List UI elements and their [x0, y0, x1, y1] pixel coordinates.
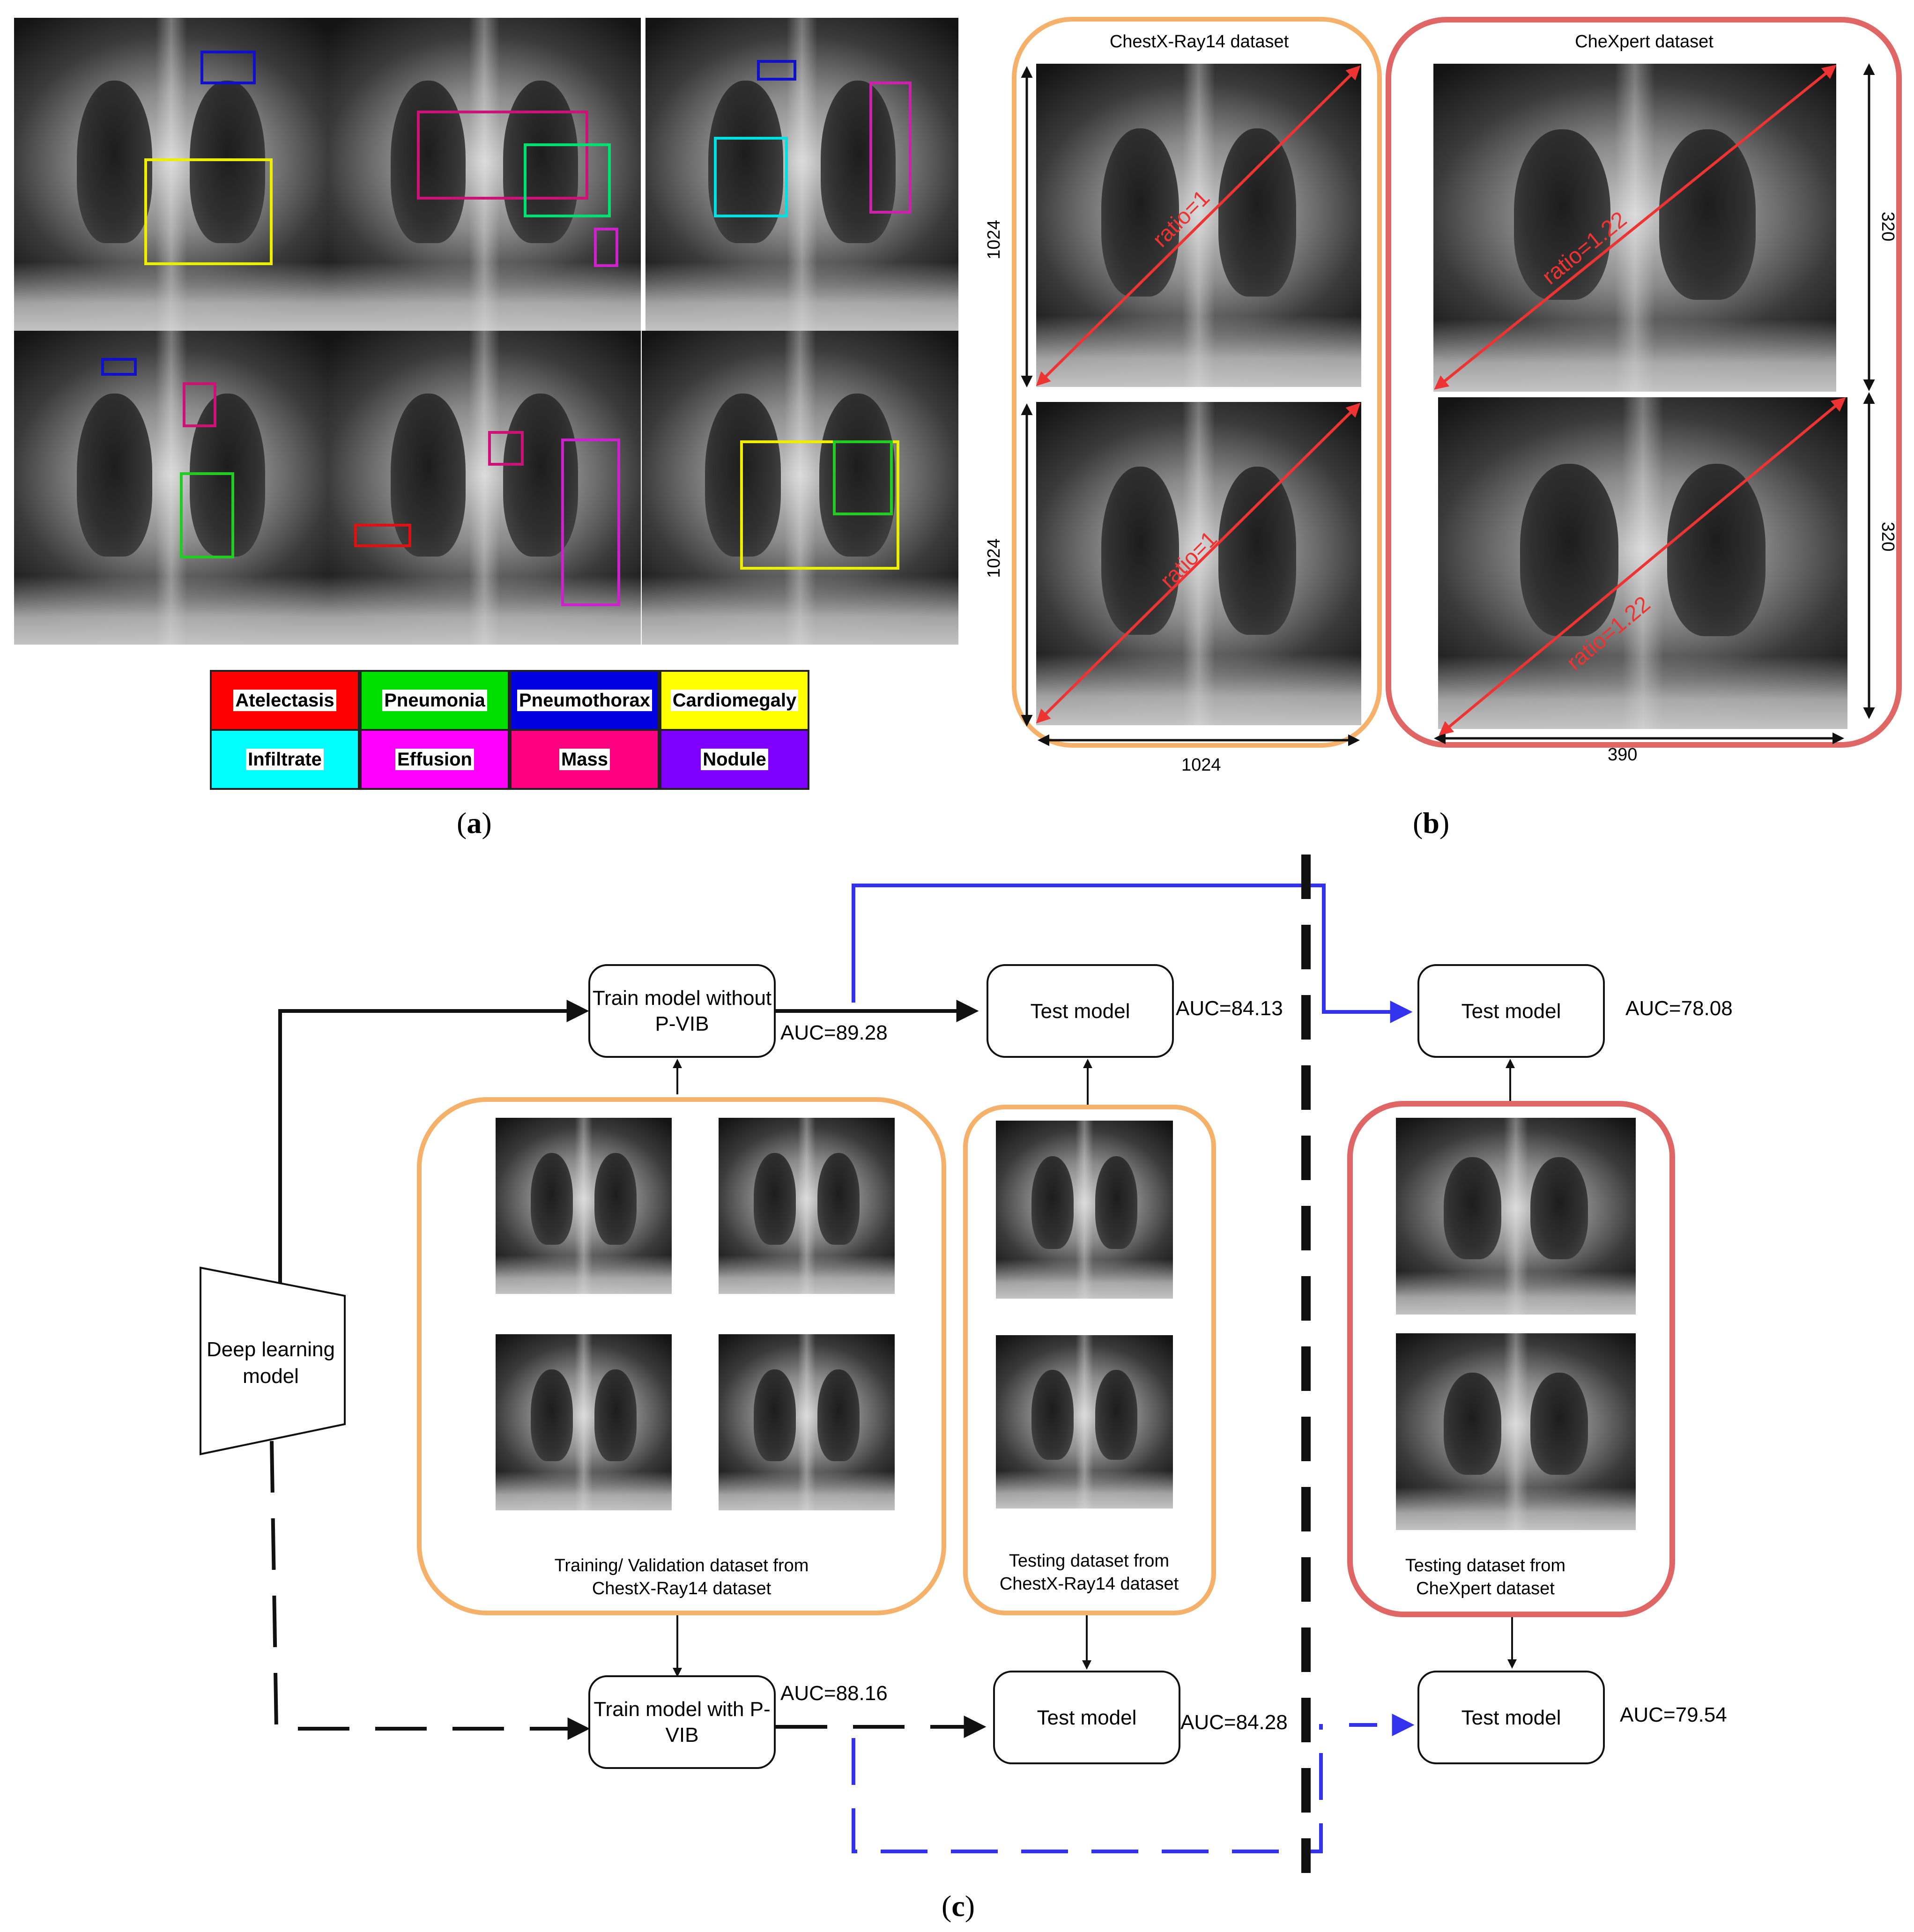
bbox-pneumothorax — [101, 358, 137, 376]
auc-test-with: AUC=84.28 — [1180, 1711, 1288, 1734]
bbox-atelectasis — [354, 524, 411, 547]
legend-item-mass: Mass — [510, 729, 660, 790]
legend-item-atelectasis: Atelectasis — [210, 670, 360, 731]
ratio-arrow-chestxray-top — [1036, 65, 1361, 386]
test-dataset-frame — [963, 1105, 1216, 1615]
auc-test-without: AUC=84.13 — [1176, 997, 1283, 1020]
arrow-blue-to-chexpert-test — [852, 884, 1413, 1023]
deep-learning-model-shape — [200, 1266, 346, 1456]
bbox-infiltrate — [714, 137, 788, 217]
test-model-pvib-chexpert-box: Test model — [1417, 1671, 1605, 1764]
dim-label-chestxray-top: 1024 — [984, 220, 1004, 260]
chestxray-title: ChestX-Ray14 dataset — [1109, 32, 1289, 52]
test-xray-1 — [996, 1121, 1173, 1299]
dim-label-chestxray-bottom: 1024 — [984, 538, 1004, 578]
bbox-pneumonia — [833, 440, 893, 515]
ratio-arrow-chestxray-bottom — [1036, 402, 1361, 724]
bbox-effusion — [869, 82, 912, 214]
train-xray-3 — [496, 1334, 672, 1510]
xray-a3 — [645, 18, 958, 331]
bbox-pneumonia — [524, 143, 611, 217]
bbox-effusion — [561, 438, 620, 606]
bbox-mass — [488, 431, 524, 466]
dim-label-chexpert-width: 390 — [1608, 745, 1638, 765]
legend-item-cardiomegaly: Cardiomegaly — [660, 670, 809, 731]
train-dataset-frame — [417, 1097, 946, 1615]
bbox-cardiomegaly — [740, 440, 899, 570]
model-label: Deep learning model — [207, 1338, 335, 1388]
chexpert-dataset-caption: Testing dataset from CheXpert dataset — [1405, 1556, 1566, 1599]
arrow-blue-dashed-path — [852, 1724, 1323, 1853]
train-without-pvib-box: Train model without P-VIB — [588, 964, 776, 1058]
auc-train-with: AUC=88.16 — [780, 1682, 888, 1705]
legend-item-pneumonia: Pneumonia — [360, 670, 510, 731]
xray-a4 — [14, 331, 328, 645]
bbox-cardiomegaly — [144, 158, 273, 265]
train-xray-4 — [719, 1334, 895, 1510]
chexpert-xray-1 — [1396, 1118, 1636, 1315]
test-model-chexpert-box: Test model — [1417, 964, 1605, 1058]
legend-item-nodule: Nodule — [660, 729, 809, 790]
test-model-box: Test model — [987, 964, 1174, 1058]
legend-item-pneumothorax: Pneumothorax — [510, 670, 660, 731]
auc-chexpert-with: AUC=79.54 — [1620, 1703, 1727, 1726]
ratio-arrow-chexpert-bottom — [1439, 397, 1846, 736]
bbox-mass — [183, 382, 216, 427]
dim-label-chexpert-bottom: 320 — [1878, 521, 1898, 552]
test-model-pvib-box: Test model — [993, 1671, 1180, 1764]
xray-a1 — [14, 18, 328, 331]
bbox-mass — [417, 111, 588, 200]
panel-label-c: (c) — [942, 1889, 975, 1923]
bbox-pneumothorax — [757, 60, 796, 81]
ratio-arrow-chexpert-top — [1434, 65, 1837, 390]
train-with-pvib-box: Train model with P-VIB — [588, 1675, 776, 1769]
auc-train-without: AUC=89.28 — [780, 1021, 888, 1044]
panel-label-a: (a) — [457, 806, 492, 840]
auc-chexpert-without: AUC=78.08 — [1625, 997, 1733, 1020]
bbox-effusion — [594, 228, 618, 267]
train-dataset-caption: Training/ Validation dataset from ChestX… — [554, 1556, 809, 1599]
arrow-model-to-train-with — [270, 1441, 590, 1740]
chexpert-dataset-frame — [1347, 1101, 1675, 1617]
chexpert-title: CheXpert dataset — [1575, 32, 1714, 52]
legend-item-infiltrate: Infiltrate — [210, 729, 360, 790]
arrow-model-to-train-without — [278, 1000, 589, 1298]
chexpert-xray-2 — [1396, 1333, 1636, 1530]
bbox-pneumonia — [180, 472, 234, 558]
test-dataset-caption: Testing dataset from ChestX-Ray14 datase… — [999, 1551, 1179, 1594]
legend-item-effusion: Effusion — [360, 729, 510, 790]
panel-label-b: (b) — [1413, 806, 1450, 840]
test-xray-2 — [996, 1335, 1173, 1508]
train-xray-2 — [719, 1118, 895, 1294]
xray-a6 — [642, 331, 958, 645]
xray-a5 — [328, 331, 641, 645]
dim-label-chestxray-width: 1024 — [1181, 755, 1221, 775]
bbox-pneumothorax — [200, 51, 256, 84]
dim-label-chexpert-top: 320 — [1878, 211, 1898, 242]
train-xray-1 — [496, 1118, 672, 1294]
